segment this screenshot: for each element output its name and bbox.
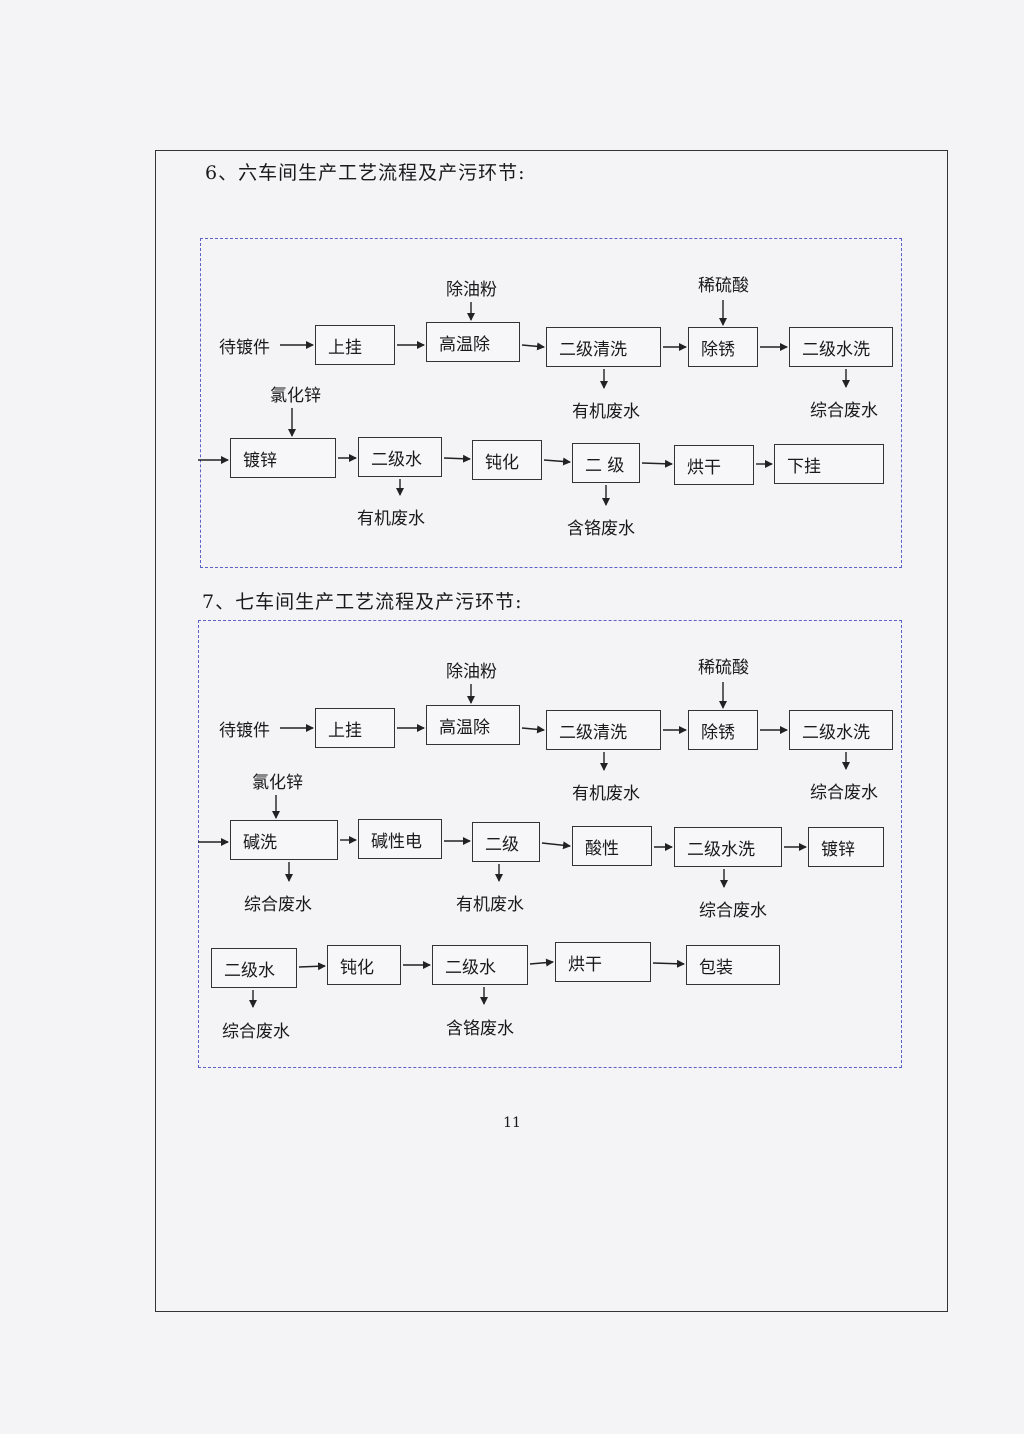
s7-step-acidic: 酸性 <box>572 826 652 866</box>
section7-title: 7、七车间生产工艺流程及产污环节: <box>202 591 523 613</box>
section6-flow-frame <box>200 238 902 568</box>
s6-arrow-9 <box>543 457 571 466</box>
s7-arrow-14 <box>529 958 554 967</box>
s7-input-zinc-chloride: 氯化锌 <box>252 773 303 793</box>
s7-step-two-stage-water-wash: 二级水洗 <box>789 710 893 750</box>
s6-step-rust-removal: 除锈 <box>688 327 758 367</box>
s7-arrow-3 <box>521 725 545 734</box>
s6-step-high-temp-degrease: 高温除 <box>426 322 520 362</box>
s7-output-combined-wastewater-2: 综合废水 <box>244 895 312 915</box>
s6-arrow-3 <box>521 342 545 351</box>
s7-step-passivation: 钝化 <box>327 945 401 985</box>
s6-step-two-stage: 二 级 <box>572 443 640 483</box>
s6-output-combined-wastewater: 综合废水 <box>810 401 878 421</box>
s7-step-two-stage-water-2: 二级水 <box>432 945 528 985</box>
s6-input-zinc-chloride: 氯化锌 <box>270 386 321 406</box>
s6-input-dilute-sulfuric-acid: 稀硫酸 <box>698 276 749 296</box>
s6-step-passivation: 钝化 <box>472 440 542 480</box>
s6-step-galvanizing: 镀锌 <box>230 438 336 478</box>
s7-output-organic-wastewater: 有机废水 <box>572 784 640 804</box>
s7-input-parts: 待镀件 <box>219 721 270 741</box>
s6-output-organic-wastewater-2: 有机废水 <box>357 509 425 529</box>
s6-arrow-8 <box>443 454 471 463</box>
s7-input-degreasing-powder: 除油粉 <box>446 662 497 682</box>
s7-step-hanging: 上挂 <box>315 708 395 748</box>
s7-step-two-stage-water: 二级水 <box>211 948 297 988</box>
section7-flow-frame <box>198 620 902 1068</box>
s7-step-rust-removal: 除锈 <box>688 710 758 750</box>
section6-title: 6、六车间生产工艺流程及产污环节: <box>205 162 526 184</box>
s7-arrow-9 <box>541 841 571 850</box>
s6-step-two-stage-cleaning: 二级清洗 <box>546 327 661 367</box>
s6-step-two-stage-water-wash: 二级水洗 <box>789 327 893 367</box>
page-frame <box>155 150 948 1312</box>
s7-step-alkaline-wash: 碱洗 <box>230 820 338 860</box>
s7-step-galvanizing: 镀锌 <box>808 827 884 867</box>
s7-step-alkaline-electro: 碱性电 <box>358 819 442 859</box>
s7-output-organic-wastewater-2: 有机废水 <box>456 895 524 915</box>
s6-output-chromium-wastewater: 含铬废水 <box>567 519 635 539</box>
s6-step-drying: 烘干 <box>674 445 754 485</box>
s7-input-dilute-sulfuric-acid: 稀硫酸 <box>698 658 749 678</box>
s7-output-combined-wastewater-3: 综合废水 <box>699 901 767 921</box>
s7-step-two-stage: 二级 <box>472 822 540 862</box>
s7-step-packaging: 包装 <box>686 945 780 985</box>
s6-arrow-10 <box>641 459 673 468</box>
s7-step-high-temp-degrease: 高温除 <box>426 705 520 745</box>
s7-step-drying: 烘干 <box>555 942 651 982</box>
s7-output-chromium-wastewater: 含铬废水 <box>446 1019 514 1039</box>
s6-input-degreasing-powder: 除油粉 <box>446 280 497 300</box>
s7-output-combined-wastewater: 综合废水 <box>810 783 878 803</box>
page-number: 11 <box>503 1115 521 1131</box>
s6-step-hanging: 上挂 <box>315 325 395 365</box>
s7-arrow-12 <box>298 962 326 971</box>
s7-step-two-stage-water-wash-2: 二级水洗 <box>674 827 782 867</box>
s7-arrow-15 <box>652 959 685 968</box>
s6-step-two-stage-water: 二级水 <box>358 437 442 477</box>
s6-step-unhanging: 下挂 <box>774 444 884 484</box>
s7-step-two-stage-cleaning: 二级清洗 <box>546 710 661 750</box>
s6-output-organic-wastewater: 有机废水 <box>572 402 640 422</box>
s6-input-parts: 待镀件 <box>219 338 270 358</box>
s7-output-combined-wastewater-4: 综合废水 <box>222 1022 290 1042</box>
